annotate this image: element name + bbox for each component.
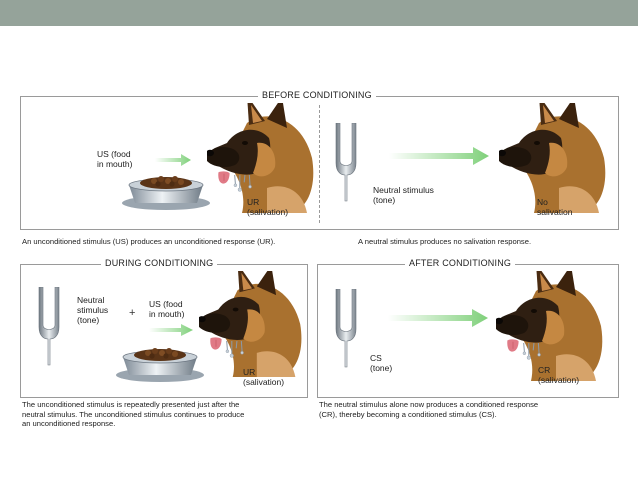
during-conditioning-title: DURING CONDITIONING	[101, 258, 217, 268]
no-salivation-label: No salivation	[537, 197, 572, 217]
us-label: US (food in mouth)	[149, 299, 184, 319]
us-label: US (food in mouth)	[97, 149, 132, 169]
tuning-fork-image	[37, 287, 61, 367]
before-conditioning-title: BEFORE CONDITIONING	[258, 90, 376, 100]
us-arrow	[155, 153, 191, 167]
during-caption: The unconditioned stimulus is repeatedly…	[22, 400, 308, 429]
top-bar	[0, 0, 638, 26]
after-conditioning-panel: CS (tone) CR (salivation)	[317, 264, 619, 398]
cs-label: CS (tone)	[370, 353, 392, 373]
dog-tongue-image	[217, 171, 231, 185]
us-arrow	[149, 323, 193, 337]
dog-tongue-image	[506, 339, 520, 353]
ur-label: UR (salivation)	[247, 197, 288, 217]
tuning-fork-image	[334, 289, 358, 369]
plus-sign: +	[129, 307, 135, 319]
before-right-caption: A neutral stimulus produces no salivatio…	[358, 237, 531, 247]
panel-divider	[319, 105, 320, 223]
after-caption: The neutral stimulus alone now produces …	[319, 400, 619, 419]
dog-image	[199, 271, 305, 377]
food-bowl-image	[121, 171, 211, 211]
neutral-stimulus-arrow	[389, 145, 489, 167]
tuning-fork-image	[334, 123, 358, 203]
food-bowl-image	[115, 343, 205, 383]
dog-tongue-image	[209, 337, 223, 351]
during-conditioning-panel: Neutral stimulus (tone) + US (food in mo…	[20, 264, 308, 398]
saliva-drops-image	[231, 175, 253, 197]
neutral-stimulus-label: Neutral stimulus (tone)	[77, 295, 108, 325]
saliva-drops-image	[223, 341, 245, 363]
before-conditioning-panel: US (food in mouth) UR (salivation) Neutr…	[20, 96, 619, 230]
after-conditioning-title: AFTER CONDITIONING	[405, 258, 515, 268]
cs-arrow	[388, 307, 488, 329]
saliva-drops-image	[520, 343, 542, 365]
ur-label: UR (salivation)	[243, 367, 284, 387]
cr-label: CR (salivation)	[538, 365, 579, 385]
before-left-caption: An unconditioned stimulus (US) produces …	[22, 237, 275, 247]
neutral-stimulus-label: Neutral stimulus (tone)	[373, 185, 434, 205]
